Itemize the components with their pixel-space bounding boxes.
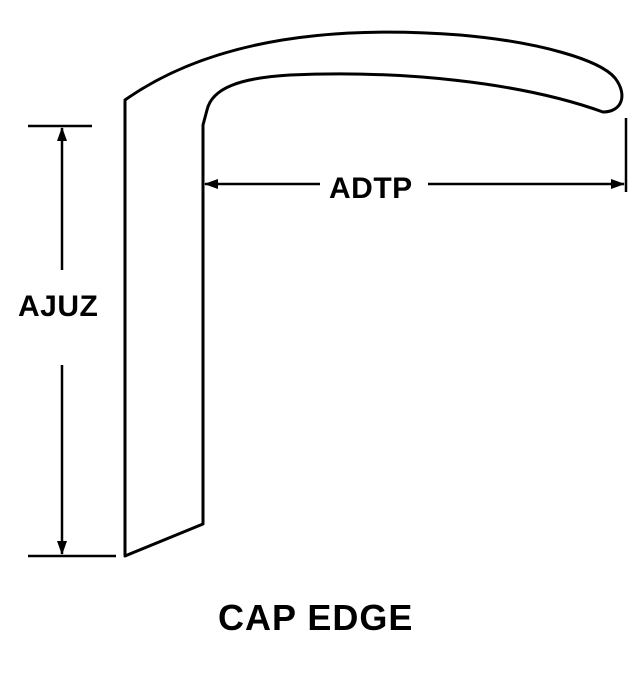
width-dimension-label: ADTP [325,172,417,206]
height-dimension-label: AJUZ [14,290,103,324]
diagram-caption: CAP EDGE [218,597,414,638]
cap-edge-profile [123,30,624,558]
